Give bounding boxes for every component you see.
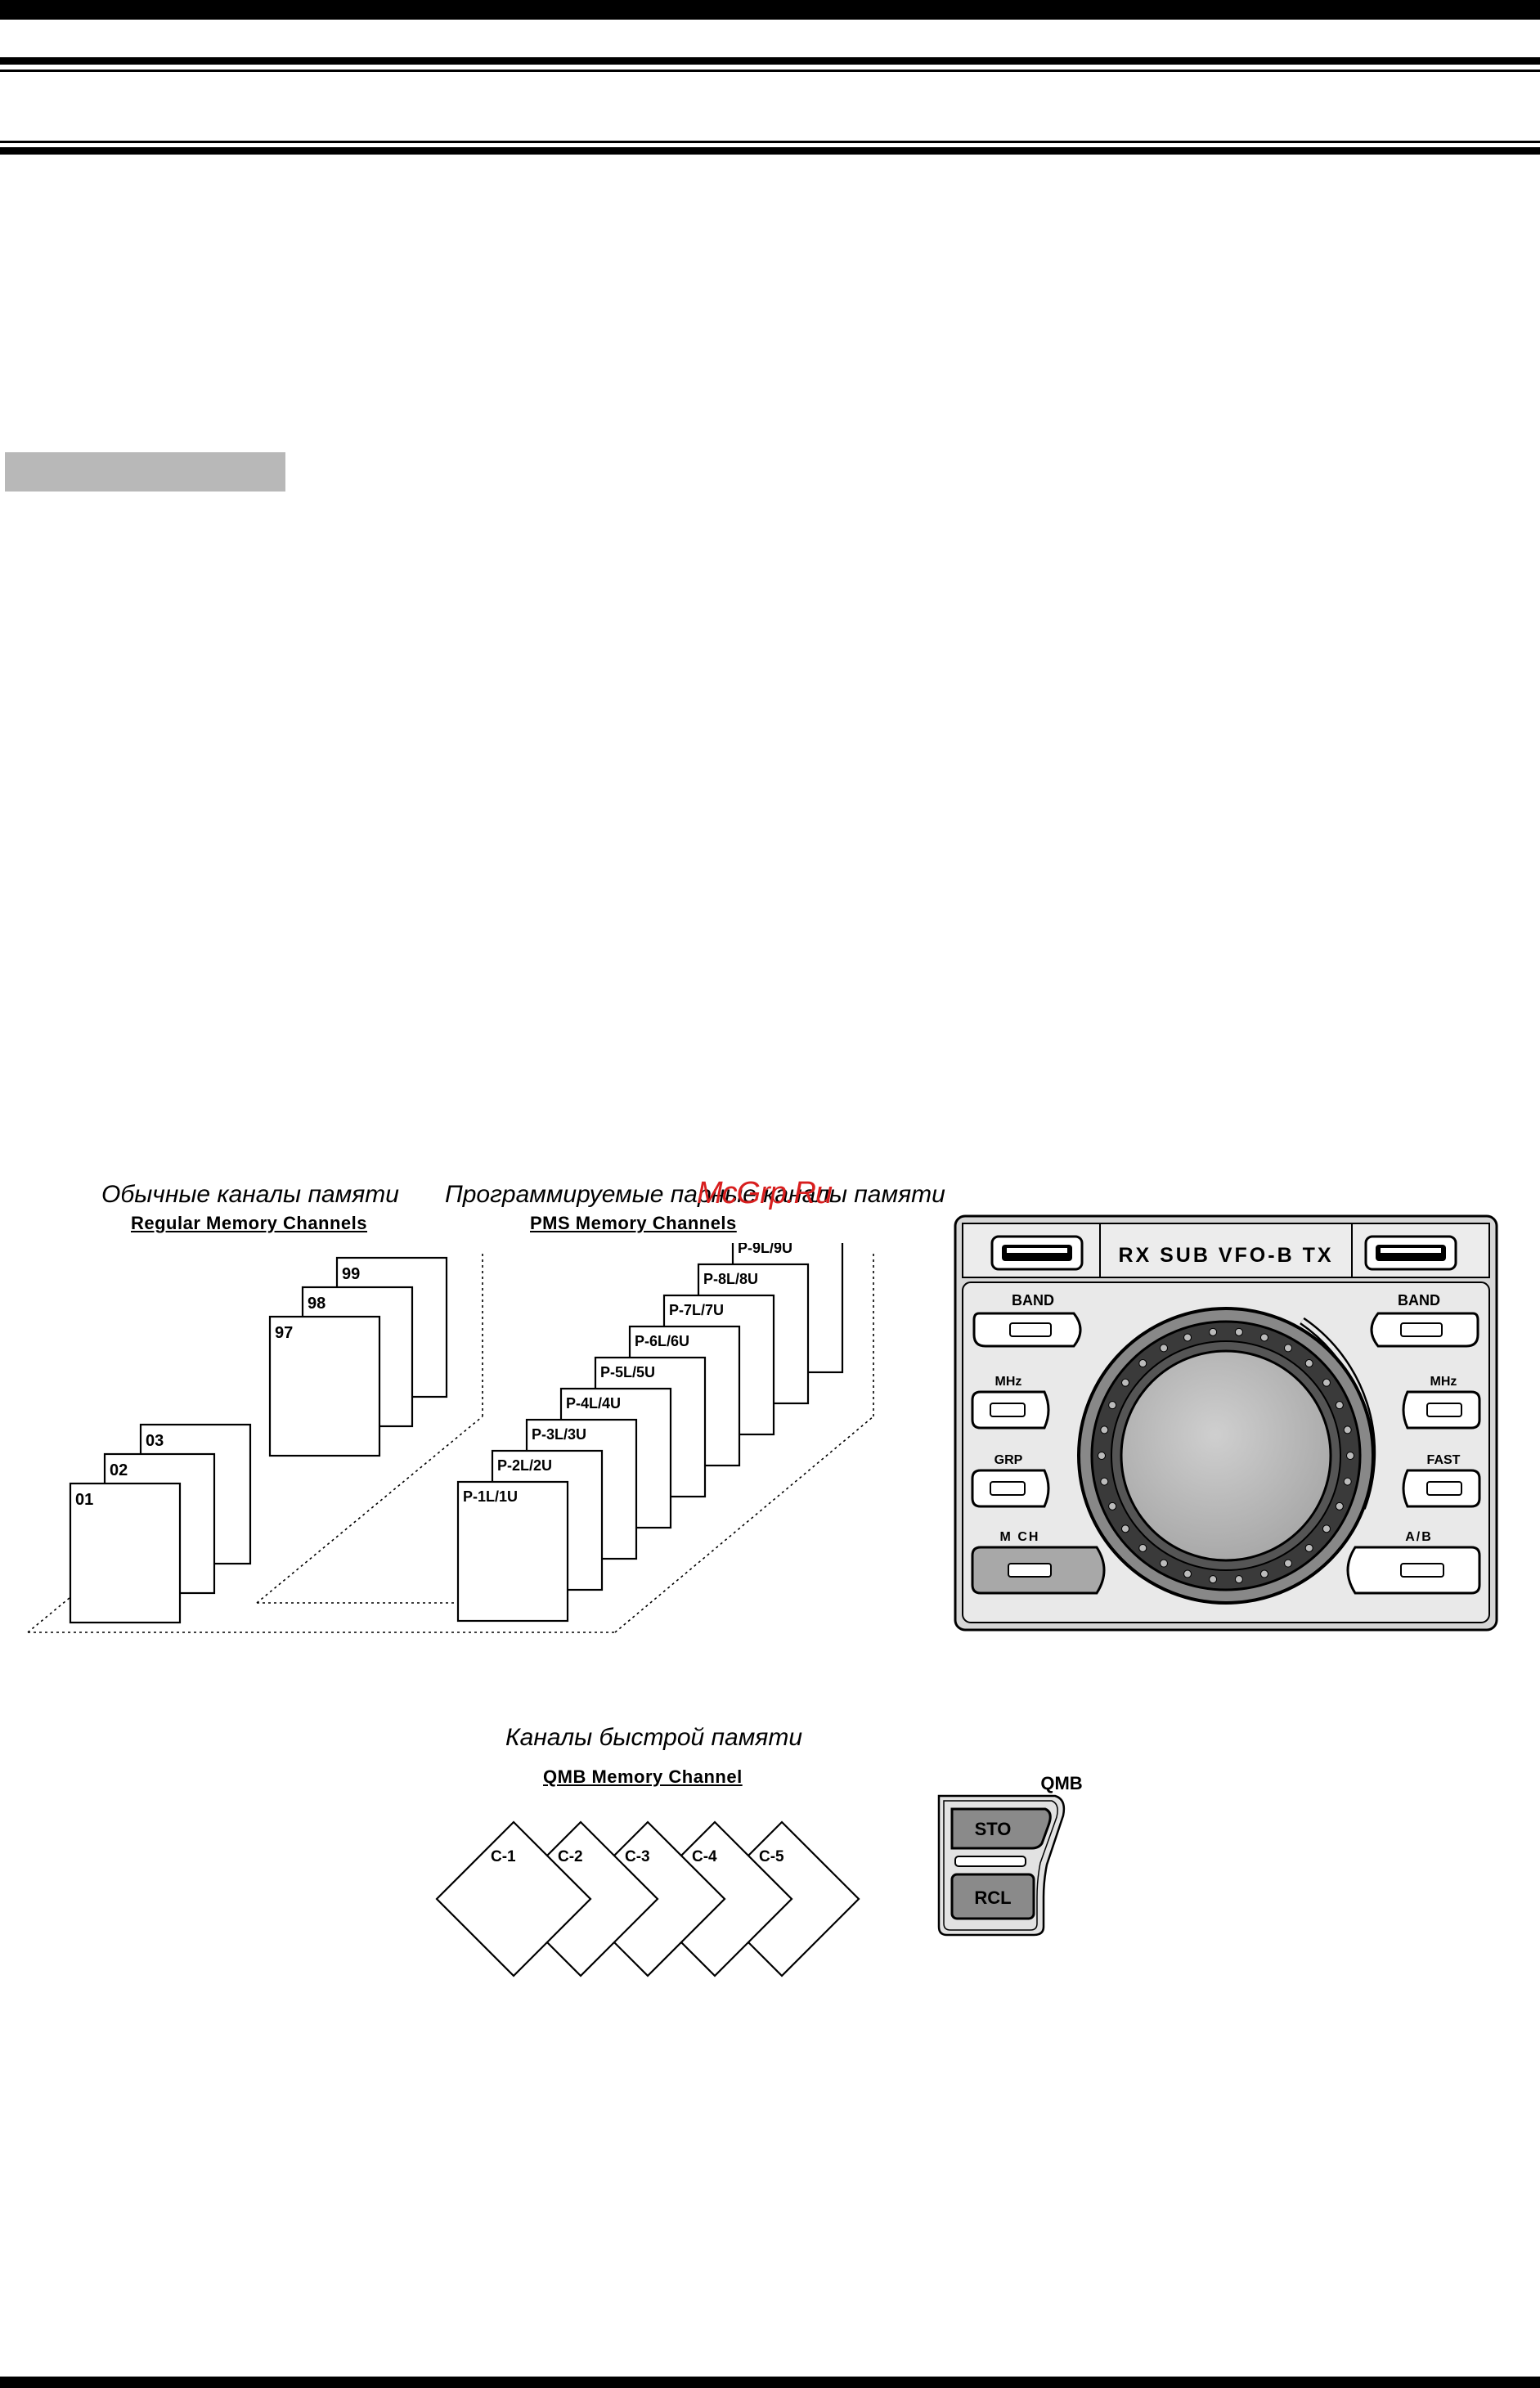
qmb-card-C-1: C-1: [435, 1820, 592, 1977]
section-heading-box: [5, 452, 285, 492]
qmb-card-label: C-1: [491, 1848, 516, 1865]
qmb-caption-en: QMB Memory Channel: [543, 1766, 743, 1787]
header-rule-2: [0, 70, 1540, 72]
mhz-right-label: MHz: [1430, 1375, 1457, 1389]
fast-button[interactable]: FAST: [1402, 1453, 1481, 1508]
regular-card-97-label: 97: [275, 1324, 293, 1342]
header-rule-3: [0, 141, 1540, 143]
mhz-left-button[interactable]: MHz: [971, 1375, 1050, 1430]
watermark: McGrp.Ru: [697, 1176, 833, 1210]
left-slot: [990, 1235, 1084, 1271]
pms-caption-en: PMS Memory Channels: [530, 1213, 737, 1233]
mhz-left-label: MHz: [995, 1375, 1022, 1389]
regular-card-97: 97: [268, 1315, 381, 1457]
pms-card-7-label: P-7L/7U: [669, 1302, 724, 1318]
sto-label: STO: [975, 1819, 1012, 1839]
footer-rule: [0, 2377, 1540, 2388]
pms-card-1-label: P-1L/1U: [463, 1488, 518, 1505]
grp-button[interactable]: GRP: [971, 1453, 1050, 1508]
pms-card-6-label: P-6L/6U: [635, 1333, 689, 1349]
regular-card-01-label: 01: [75, 1491, 93, 1509]
pms-caption-ru: Программируемые парные каналы памяти: [445, 1181, 945, 1208]
fast-label: FAST: [1427, 1453, 1461, 1467]
memory-channels-diagram: 99 98 97 03 02 01 P-9L/9U P-8L/8U P-7L/7U P-6L/6…: [27, 1243, 874, 1633]
pms-card-5-label: P-5L/5U: [600, 1364, 655, 1380]
display-text: RX SUB VFO-B TX: [1118, 1244, 1333, 1267]
band-left-label: BAND: [1012, 1292, 1054, 1308]
qmb-panel-label: QMB: [1040, 1773, 1082, 1793]
regular-card-03-label: 03: [146, 1432, 164, 1450]
regular-caption-ru: Обычные каналы памяти: [101, 1181, 399, 1208]
band-left-button[interactable]: BAND: [972, 1292, 1082, 1348]
qmb-panel: QMB STO RCL: [937, 1773, 1083, 1937]
transceiver-panel: RX SUB VFO-B TX BAND MHz GRP M CH BAND M…: [954, 1214, 1498, 1632]
mch-button[interactable]: M CH: [971, 1530, 1106, 1595]
pms-card-4-label: P-4L/4U: [566, 1395, 621, 1412]
regular-card-99-label: 99: [342, 1265, 360, 1283]
rcl-button[interactable]: RCL: [950, 1873, 1035, 1920]
pms-card-1: P-1L/1U: [456, 1480, 569, 1623]
mch-label: M CH: [1000, 1530, 1040, 1544]
header-top-bar: [0, 0, 1540, 20]
pms-card-8-label: P-8L/8U: [703, 1271, 758, 1287]
qmb-card-label: C-4: [692, 1848, 717, 1865]
band-right-button[interactable]: BAND: [1370, 1292, 1479, 1348]
pms-card-2-label: P-2L/2U: [497, 1457, 552, 1474]
band-right-label: BAND: [1398, 1292, 1440, 1308]
rcl-label: RCL: [974, 1888, 1011, 1908]
regular-card-98-label: 98: [308, 1295, 326, 1313]
regular-caption-en: Regular Memory Channels: [131, 1213, 368, 1233]
qmb-card-label: C-5: [759, 1848, 784, 1865]
right-slot: [1364, 1235, 1457, 1271]
qmb-card-label: C-2: [558, 1848, 583, 1865]
regular-card-01: 01: [69, 1482, 182, 1624]
qmb-channels-diagram: C-5 C-4 C-3 C-2 C-1: [435, 1820, 860, 1977]
mhz-right-button[interactable]: MHz: [1402, 1375, 1481, 1430]
header-rule-1: [0, 57, 1540, 65]
ab-label: A/B: [1405, 1530, 1433, 1544]
qmb-caption-ru: Каналы быстрой памяти: [505, 1724, 803, 1751]
pms-card-9-label: P-9L/9U: [738, 1243, 792, 1256]
header-rule-4: [0, 147, 1540, 155]
regular-card-02-label: 02: [110, 1461, 128, 1479]
sto-button[interactable]: STO: [950, 1807, 1052, 1850]
ab-button[interactable]: A/B: [1346, 1530, 1481, 1595]
pms-card-3-label: P-3L/3U: [532, 1426, 586, 1443]
qmb-card-label: C-3: [625, 1848, 650, 1865]
grp-label: GRP: [994, 1453, 1023, 1467]
